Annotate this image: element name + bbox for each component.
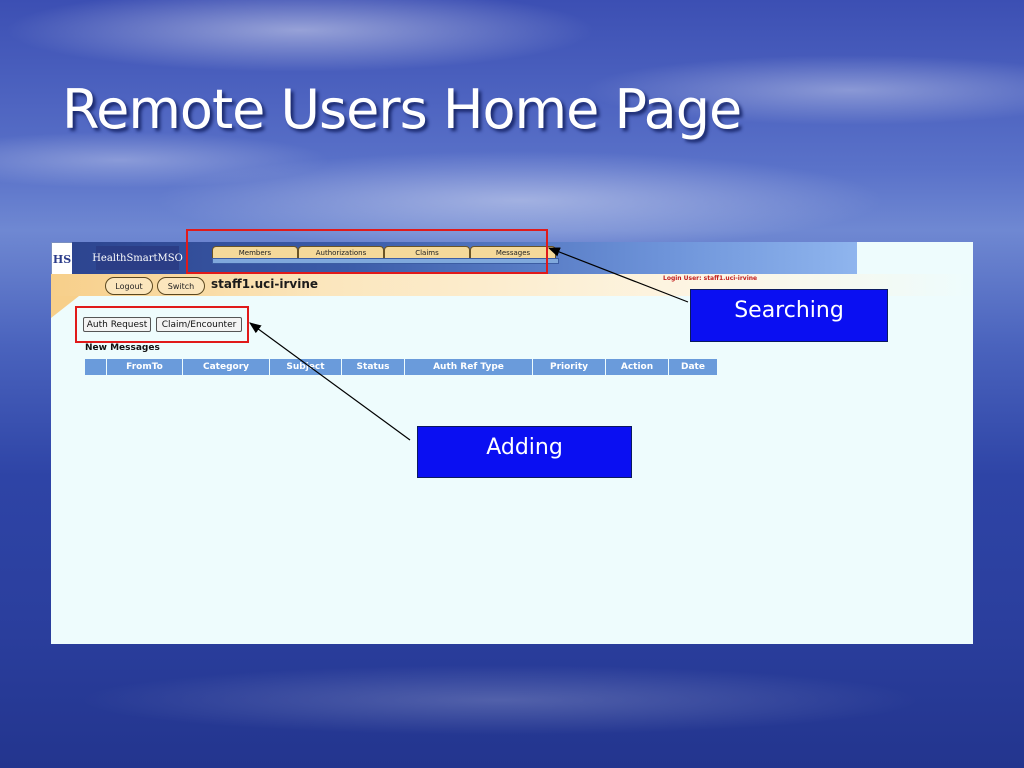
column-priority[interactable]: Priority [533,359,606,375]
tab-claims[interactable]: Claims [384,246,470,259]
tabs-highlight-box [186,229,548,274]
tab-members[interactable]: Members [212,246,298,259]
brand-name: HealthSmartMSO [92,246,183,270]
logout-button[interactable]: Logout [105,277,153,295]
slide-title: Remote Users Home Page [62,78,742,141]
hs-logo: HS [51,242,73,276]
tab-authorizations[interactable]: Authorizations [298,246,384,259]
toolbar-notch [51,296,79,318]
main-tabs: Members Authorizations Claims Messages [212,246,560,264]
current-user-name: staff1.uci-irvine [211,277,319,291]
column-select [85,359,107,375]
column-auth-ref-type[interactable]: Auth Ref Type [405,359,533,375]
buttons-highlight-box [75,306,249,343]
column-category[interactable]: Category [183,359,270,375]
login-user-label: Login User: staff1.uci-irvine [663,275,758,282]
column-fromto[interactable]: FromTo [107,359,183,375]
new-messages-heading: New Messages [85,343,160,353]
column-date[interactable]: Date [669,359,717,375]
column-action[interactable]: Action [606,359,669,375]
column-status[interactable]: Status [342,359,405,375]
switch-button[interactable]: Switch [157,277,205,295]
brand-bar: HealthSmartMSO Members Authorizations Cl… [72,242,857,274]
searching-callout: Searching [690,289,888,342]
adding-callout: Adding [417,426,632,478]
claim-encounter-button[interactable]: Claim/Encounter [156,317,242,332]
auth-request-button[interactable]: Auth Request [83,317,151,332]
column-subject[interactable]: Subject [270,359,342,375]
messages-table-header: FromTo Category Subject Status Auth Ref … [85,359,717,375]
